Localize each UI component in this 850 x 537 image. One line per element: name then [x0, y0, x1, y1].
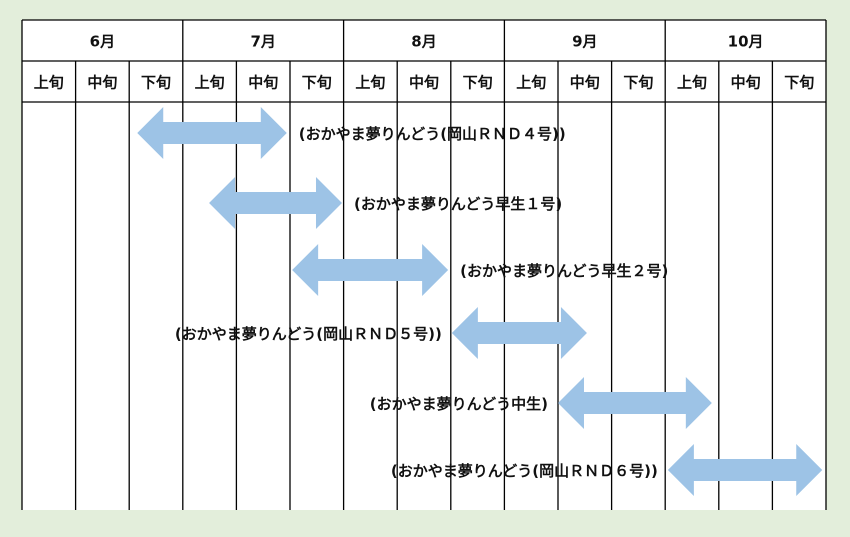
period-header: 上旬 — [34, 74, 64, 92]
period-arrow — [451, 307, 587, 359]
month-header: 6月 — [90, 33, 115, 51]
period-header: 下旬 — [302, 74, 332, 92]
period-header: 下旬 — [463, 74, 493, 92]
month-header: 7月 — [250, 33, 275, 51]
period-header: 中旬 — [570, 74, 600, 92]
period-header: 下旬 — [784, 74, 814, 92]
period-header: 上旬 — [195, 74, 225, 92]
period-header: 下旬 — [623, 74, 653, 92]
period-header: 上旬 — [516, 74, 546, 92]
period-header: 中旬 — [87, 74, 117, 92]
variety-label: (おかやま夢りんどう早生１号) — [354, 195, 562, 213]
variety-label: (おかやま夢りんどう中生) — [370, 395, 548, 413]
month-header: 9月 — [572, 33, 597, 51]
period-arrow — [209, 177, 342, 229]
month-header: 10月 — [728, 33, 764, 51]
variety-label: (おかやま夢りんどう(岡山ＲＮＤ６号)) — [391, 462, 658, 480]
period-header: 上旬 — [677, 74, 707, 92]
period-header: 上旬 — [355, 74, 385, 92]
period-header: 中旬 — [248, 74, 278, 92]
period-header: 中旬 — [731, 74, 761, 92]
period-header: 中旬 — [409, 74, 439, 92]
variety-label: (おかやま夢りんどう(岡山ＲＮＤ５号)) — [175, 325, 442, 343]
variety-label: (おかやま夢りんどう早生２号) — [460, 262, 668, 280]
period-arrow — [667, 444, 823, 496]
period-arrow — [292, 244, 449, 296]
variety-label: (おかやま夢りんどう(岡山ＲＮＤ４号)) — [299, 125, 566, 143]
month-header: 8月 — [411, 33, 436, 51]
period-arrow — [137, 107, 287, 159]
period-header: 下旬 — [141, 74, 171, 92]
period-arrow — [558, 377, 712, 429]
